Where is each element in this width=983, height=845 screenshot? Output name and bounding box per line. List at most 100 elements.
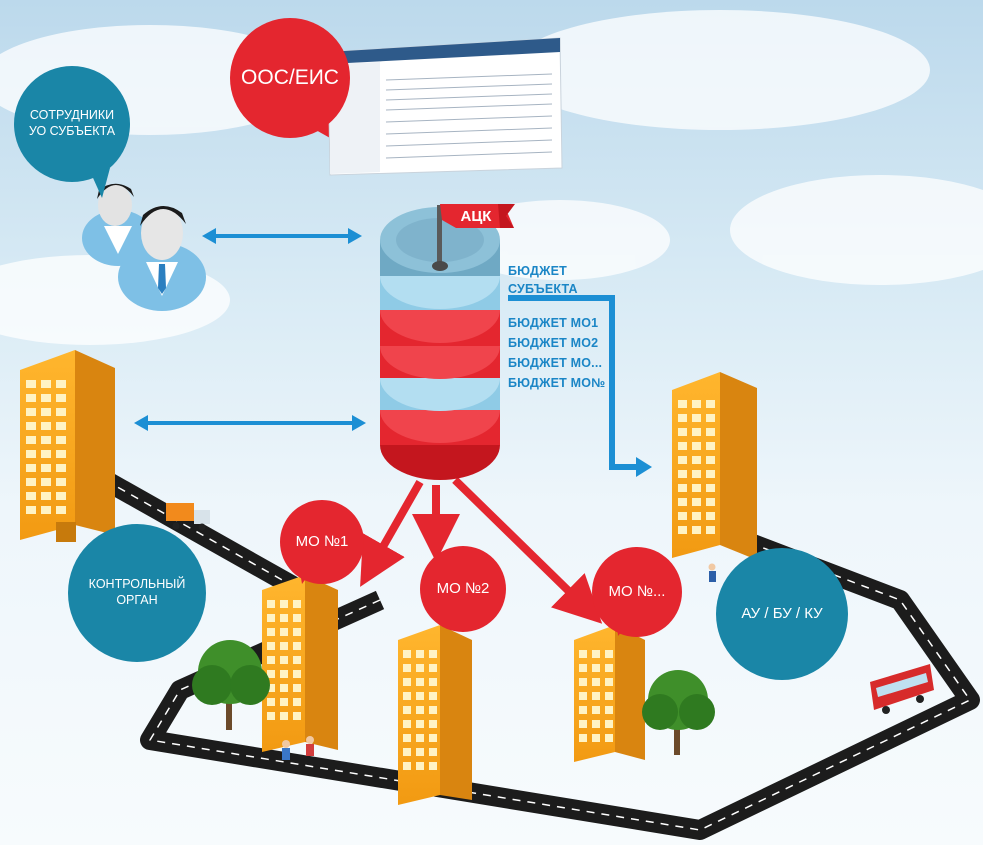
bubble-au-bu-ku: АУ / БУ / КУ bbox=[716, 548, 848, 680]
building-window bbox=[267, 642, 275, 650]
person-icon bbox=[282, 563, 716, 760]
building-window bbox=[416, 650, 424, 658]
building-window bbox=[41, 408, 51, 416]
building-window bbox=[692, 414, 701, 422]
building-window bbox=[429, 720, 437, 728]
building-window bbox=[41, 450, 51, 458]
building-window bbox=[280, 712, 288, 720]
building-window bbox=[41, 380, 51, 388]
building-window bbox=[706, 526, 715, 534]
building-window bbox=[403, 664, 411, 672]
building-window bbox=[293, 642, 301, 650]
building-window bbox=[678, 526, 687, 534]
building-window bbox=[416, 678, 424, 686]
building-window bbox=[692, 456, 701, 464]
building-window bbox=[678, 400, 687, 408]
building-window bbox=[56, 492, 66, 500]
database-icon bbox=[380, 205, 500, 480]
building-window bbox=[706, 456, 715, 464]
building-window bbox=[692, 400, 701, 408]
building-window bbox=[41, 492, 51, 500]
building-window bbox=[605, 734, 613, 742]
mo-n-label: МО №... bbox=[608, 582, 666, 600]
building-window bbox=[56, 450, 66, 458]
building-window bbox=[429, 706, 437, 714]
building-window bbox=[280, 642, 288, 650]
building-window bbox=[706, 442, 715, 450]
building-window bbox=[605, 664, 613, 672]
road bbox=[100, 471, 980, 840]
bubble-control-body: КОНТРОЛЬНЫЙ ОРГАН bbox=[68, 524, 206, 662]
building-window bbox=[692, 498, 701, 506]
building-window bbox=[692, 442, 701, 450]
bubble-mo2: МО №2 bbox=[420, 546, 506, 632]
building-window bbox=[416, 664, 424, 672]
building-window bbox=[280, 628, 288, 636]
building-window bbox=[429, 734, 437, 742]
building-window bbox=[429, 650, 437, 658]
budget-mo-n-label: БЮДЖЕТ МО№ bbox=[508, 376, 606, 390]
bubble-staff: СОТРУДНИКИ УО СУБЪЕКТА bbox=[14, 66, 130, 182]
building-window bbox=[403, 748, 411, 756]
building-window bbox=[26, 450, 36, 458]
building-window bbox=[416, 692, 424, 700]
building-window bbox=[293, 684, 301, 692]
building-window bbox=[293, 670, 301, 678]
building-window bbox=[706, 470, 715, 478]
building-window bbox=[267, 712, 275, 720]
truck-icon bbox=[166, 503, 210, 531]
building-window bbox=[592, 692, 600, 700]
building-window bbox=[692, 526, 701, 534]
building-window bbox=[678, 512, 687, 520]
building-window bbox=[678, 428, 687, 436]
building-window bbox=[41, 464, 51, 472]
building-window bbox=[403, 678, 411, 686]
building-window bbox=[592, 720, 600, 728]
bubble-mo1: МО №1 bbox=[280, 500, 364, 584]
building-window bbox=[579, 720, 587, 728]
building-window bbox=[706, 498, 715, 506]
building-window bbox=[592, 706, 600, 714]
building-window bbox=[280, 614, 288, 622]
building-window bbox=[416, 734, 424, 742]
building-window bbox=[26, 464, 36, 472]
building-window bbox=[403, 762, 411, 770]
building-window bbox=[26, 436, 36, 444]
building-window bbox=[429, 692, 437, 700]
control-body-label: КОНТРОЛЬНЫЙ ОРГАН bbox=[88, 577, 186, 607]
exchange-arrow-control bbox=[134, 415, 366, 431]
exchange-arrow-staff bbox=[202, 228, 362, 244]
budget-mo1-label: БЮДЖЕТ МО1 bbox=[508, 316, 599, 330]
staff-label: СОТРУДНИКИ УО СУБЪЕКТА bbox=[28, 108, 116, 138]
building-window bbox=[26, 394, 36, 402]
building-window bbox=[579, 706, 587, 714]
building-window bbox=[267, 698, 275, 706]
building-window bbox=[678, 456, 687, 464]
building-window bbox=[293, 656, 301, 664]
building-window bbox=[605, 692, 613, 700]
building-window bbox=[592, 734, 600, 742]
building-window bbox=[579, 650, 587, 658]
bubble-mo-n: МО №... bbox=[592, 547, 682, 637]
person-icon bbox=[118, 205, 206, 311]
building-window bbox=[41, 394, 51, 402]
building-window bbox=[267, 684, 275, 692]
building-window bbox=[56, 436, 66, 444]
building-window bbox=[592, 664, 600, 672]
building-window bbox=[403, 692, 411, 700]
building-window bbox=[267, 670, 275, 678]
building-window bbox=[26, 422, 36, 430]
building-window bbox=[26, 408, 36, 416]
building-window bbox=[706, 484, 715, 492]
building-window bbox=[692, 470, 701, 478]
building-window bbox=[26, 478, 36, 486]
tree-icon bbox=[642, 670, 715, 755]
building-window bbox=[293, 600, 301, 608]
flag-label: АЦК bbox=[460, 208, 492, 225]
building-window bbox=[403, 720, 411, 728]
arrow-to-au-bu-ku bbox=[508, 295, 652, 477]
screenshot-thumbnail bbox=[327, 37, 563, 176]
budget-mo2-label: БЮДЖЕТ МО2 bbox=[508, 336, 599, 350]
